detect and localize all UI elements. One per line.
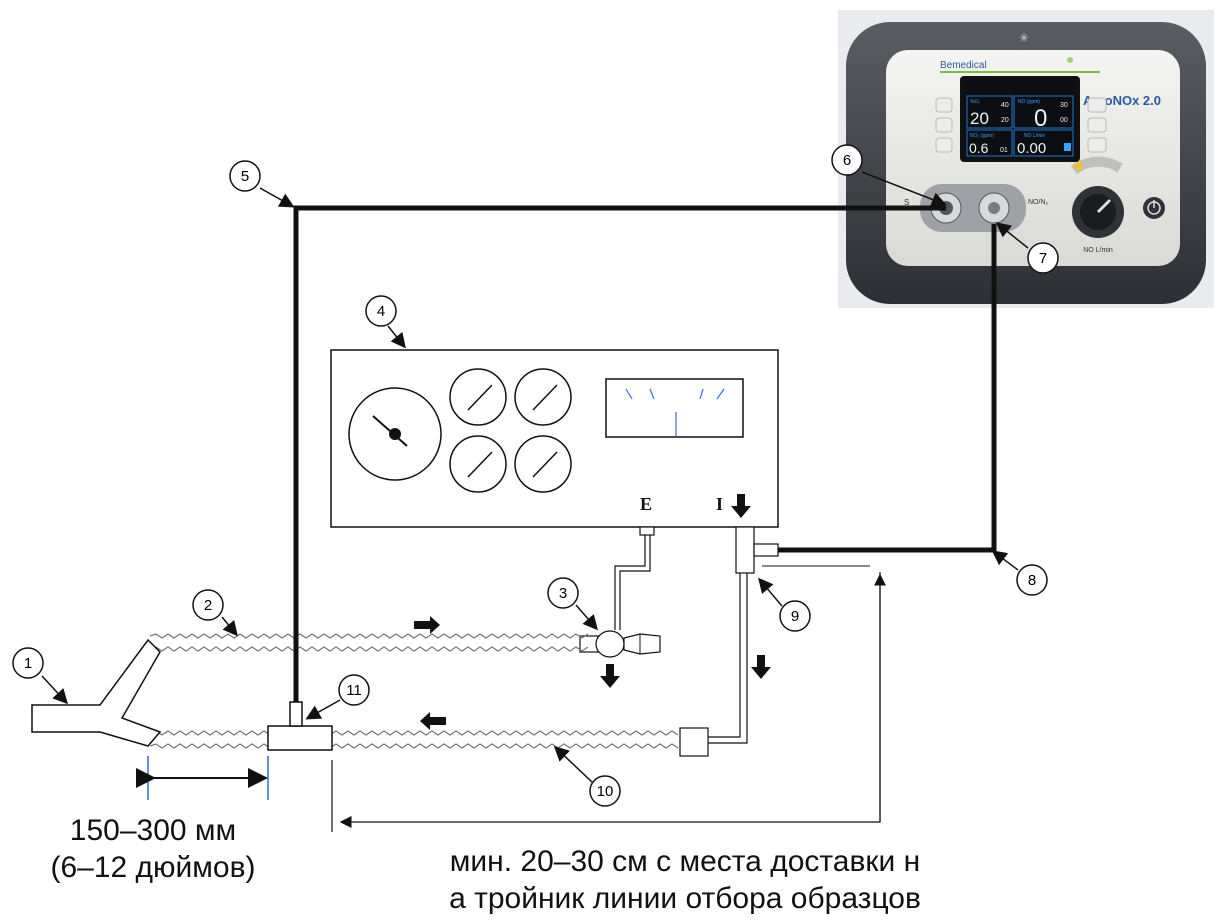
expiratory-port-label: E: [640, 494, 652, 514]
small-dial-4: [515, 436, 571, 492]
exhalation-valve: [580, 631, 660, 688]
knob-label: NO L/min: [1083, 247, 1113, 254]
power-led: [1067, 57, 1073, 63]
screen-o2-value: 20: [970, 109, 989, 128]
svg-text:5: 5: [241, 168, 249, 185]
small-dial-1: [450, 369, 506, 425]
screen-no2-label: NO₂ (ppm): [970, 133, 994, 139]
svg-text:1: 1: [24, 655, 32, 672]
callout-2: 2: [193, 590, 223, 620]
screen-no-value: 0: [1034, 105, 1047, 132]
device-brand: Bemedical: [940, 60, 987, 71]
callout-6: 6: [832, 145, 862, 175]
ventilator: E I: [331, 350, 778, 527]
svg-text:3: 3: [559, 585, 567, 602]
screen-o2-hi: 40: [1001, 102, 1009, 109]
callout-9: 9: [780, 601, 810, 631]
svg-text:9: 9: [791, 608, 799, 625]
port-out-label: NO/N₂: [1028, 199, 1049, 206]
exhaust-arrow-icon: [600, 664, 620, 688]
screen-flow-label: NO L/min: [1024, 133, 1045, 139]
svg-text:8: 8: [1028, 572, 1036, 589]
inspiratory-port-label: I: [716, 494, 723, 514]
screen-o2-lo: 20: [1001, 117, 1009, 124]
alarm-silence-button[interactable]: [936, 98, 952, 112]
callout-5: 5: [230, 161, 260, 191]
inspiratory-direction-arrow-icon: [420, 712, 446, 730]
distance-caption-right: мин. 20–30 см с места доставки н а тройн…: [380, 843, 990, 917]
screen-o2-label: %O₂: [970, 99, 980, 105]
screen-no2-lo: 01: [1000, 147, 1008, 154]
power-button[interactable]: [1143, 197, 1165, 219]
callout-8: 8: [1017, 565, 1047, 595]
callout-3: 3: [548, 578, 578, 608]
back-button[interactable]: [936, 138, 952, 152]
y-piece: [32, 640, 160, 746]
inspiratory-flow-arrow-icon: [751, 655, 771, 679]
callout-11: 11: [339, 675, 369, 705]
svg-text:7: 7: [1039, 250, 1047, 267]
small-dial-3: [450, 436, 506, 492]
callout-7: 7: [1028, 243, 1058, 273]
caption-right-line2: а тройник линии отбора образцов: [380, 880, 990, 917]
svg-text:6: 6: [843, 152, 851, 169]
svg-text:2: 2: [204, 597, 212, 614]
svg-text:4: 4: [377, 303, 385, 320]
caption-left-line1: 150–300 мм: [18, 812, 288, 849]
soft-key-2[interactable]: [1088, 118, 1106, 132]
brightness-button[interactable]: [936, 118, 952, 132]
caption-right-line1: мин. 20–30 см с места доставки н: [380, 843, 990, 880]
caption-left-line2: (6–12 дюймов): [18, 849, 288, 886]
soft-key-3[interactable]: [1088, 138, 1106, 152]
device-top-icon: ✳: [1019, 31, 1029, 45]
expiratory-direction-arrow-icon: [414, 616, 440, 634]
pressure-gauge: [349, 388, 441, 480]
screen-no-hi: 30: [1060, 102, 1068, 109]
screen-no-lo: 00: [1060, 117, 1068, 124]
screen-no2-value: 0.6: [969, 140, 989, 156]
svg-text:11: 11: [346, 682, 362, 699]
injector-tee: [680, 527, 778, 756]
left-side-buttons: [936, 98, 952, 152]
callout-4: 4: [366, 296, 396, 326]
svg-text:10: 10: [597, 783, 614, 800]
expiratory-line: [615, 527, 654, 630]
ventilator-display: [606, 379, 743, 437]
small-dial-2: [515, 369, 571, 425]
lock-icon: [1064, 143, 1071, 151]
screen-flow-value: 0.00: [1017, 140, 1046, 157]
right-side-buttons: [1088, 98, 1106, 152]
distance-caption-left: 150–300 мм (6–12 дюймов): [18, 812, 288, 886]
soft-key-1[interactable]: [1088, 98, 1106, 112]
dimension-markers: [148, 566, 880, 832]
callout-10: 10: [590, 776, 620, 806]
no-delivery-device: ✳ Bemedical AeroNOx 2.0 %O₂ 20 40 20 NO …: [838, 10, 1214, 308]
callout-1: 1: [13, 648, 43, 678]
